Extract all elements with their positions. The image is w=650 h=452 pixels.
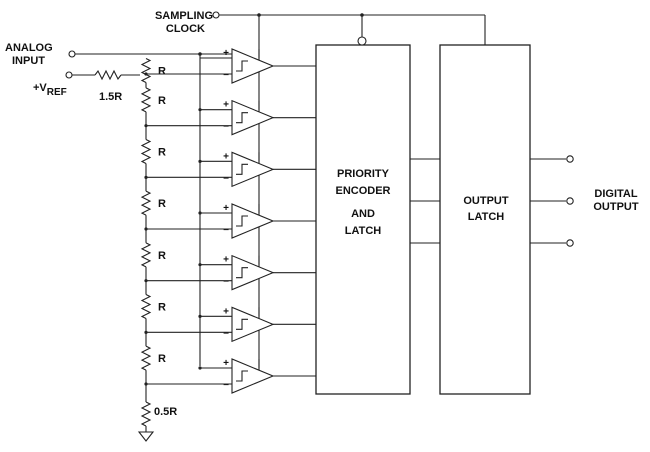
latch-label-1: OUTPUT — [463, 195, 509, 207]
sampling-clock-terminal — [212, 11, 220, 19]
encoder-clock-bubble — [357, 36, 367, 46]
digital-output-label-2: OUTPUT — [593, 201, 639, 213]
hysteresis-symbol — [236, 163, 248, 175]
vref-terminal — [65, 71, 73, 79]
hysteresis-symbol — [236, 370, 248, 382]
vref-prefix: +V — [33, 82, 47, 94]
ladder-tap-junction — [144, 227, 148, 231]
digital-output-terminal — [566, 197, 574, 205]
minus-sign: − — [223, 70, 229, 81]
analog-input-label-2: INPUT — [12, 55, 45, 67]
comparator — [231, 358, 275, 394]
ladder-resistor-label: R — [158, 66, 166, 78]
ladder-tap-junction — [144, 72, 148, 76]
ladder-resistor — [140, 345, 152, 371]
minus-sign: − — [223, 328, 229, 339]
comparator — [231, 306, 275, 343]
comparator — [231, 151, 275, 188]
priority-encoder-box — [315, 44, 411, 395]
ladder-resistor-label: R — [158, 198, 166, 210]
latch-label-2: LATCH — [468, 211, 505, 223]
minus-sign: − — [223, 225, 229, 236]
analog-input-terminal — [68, 50, 76, 58]
ladder-tap-junction — [144, 124, 148, 128]
wire-junction — [198, 211, 202, 215]
digital-output-terminal — [566, 239, 574, 247]
wire-junction — [198, 263, 202, 267]
sampling-clock-label-1: SAMPLING — [155, 10, 213, 22]
ladder-resistor — [140, 294, 152, 319]
hysteresis-symbol — [236, 267, 248, 279]
output-latch-box — [439, 44, 531, 395]
ladder-resistor-label: R — [158, 147, 166, 159]
minus-sign: − — [223, 277, 229, 288]
vref-label: +VREF — [33, 82, 67, 98]
vref-subscript: REF — [47, 87, 67, 98]
comparator — [231, 48, 275, 84]
ladder-resistor — [140, 242, 152, 268]
ladder-resistor-label: R — [158, 302, 166, 314]
comparator-bank: + − + − + − + − + − + − + − — [144, 48, 316, 394]
hysteresis-symbol — [236, 215, 248, 227]
plus-sign: + — [223, 203, 229, 214]
wire-junction — [198, 314, 202, 318]
static-wiring — [72, 13, 531, 442]
analog-bus-junction — [198, 52, 202, 56]
hysteresis-symbol — [236, 60, 248, 72]
digital-output-terminal — [566, 155, 574, 163]
wire-junction — [198, 159, 202, 163]
ladder-resistor-label: R — [158, 353, 166, 365]
ladder-tap-junction — [144, 382, 148, 386]
plus-sign: + — [223, 358, 229, 369]
clock-junction — [360, 13, 364, 17]
plus-sign: + — [223, 48, 229, 59]
resistor-1-5r — [94, 69, 122, 81]
ladder-resistor — [140, 87, 152, 113]
wire-junction — [198, 366, 202, 370]
encoder-label-4: LATCH — [345, 225, 382, 237]
digital-output-label-1: DIGITAL — [594, 188, 637, 200]
ladder-resistor — [140, 58, 152, 83]
encoder-label-1: PRIORITY — [337, 168, 390, 180]
plus-sign: + — [223, 306, 229, 317]
minus-sign: − — [223, 173, 229, 184]
ladder-resistor — [140, 190, 152, 216]
analog-input-label-1: ANALOG — [5, 42, 53, 54]
sampling-clock-label-2: CLOCK — [166, 23, 205, 35]
encoder-label-2: ENCODER — [335, 185, 390, 197]
ladder-tap-junction — [144, 279, 148, 283]
encoder-label-3: AND — [351, 208, 375, 220]
ladder-tap-junction — [144, 330, 148, 334]
clock-junction — [257, 13, 261, 17]
minus-sign: − — [223, 380, 229, 391]
plus-sign: + — [223, 151, 229, 162]
hysteresis-symbol — [236, 318, 248, 330]
hysteresis-symbol — [236, 112, 248, 124]
wire-junction — [198, 108, 202, 112]
ladder-resistor-label: R — [158, 95, 166, 107]
comparator — [231, 99, 275, 136]
resistor-0-5r — [140, 401, 152, 427]
ladder-resistor — [140, 139, 152, 164]
resistor-ladder: R R R R R R R — [140, 58, 166, 427]
resistor-0-5r-label: 0.5R — [154, 406, 177, 418]
comparator — [231, 203, 275, 239]
digital-output-terminals — [530, 155, 574, 247]
ladder-tap-junction — [144, 175, 148, 179]
ladder-resistor-label: R — [158, 250, 166, 262]
comparator — [231, 254, 275, 291]
ground-symbol — [137, 431, 155, 442]
plus-sign: + — [223, 100, 229, 111]
resistor-1-5r-label: 1.5R — [99, 91, 122, 103]
minus-sign: − — [223, 122, 229, 133]
plus-sign: + — [223, 255, 229, 266]
